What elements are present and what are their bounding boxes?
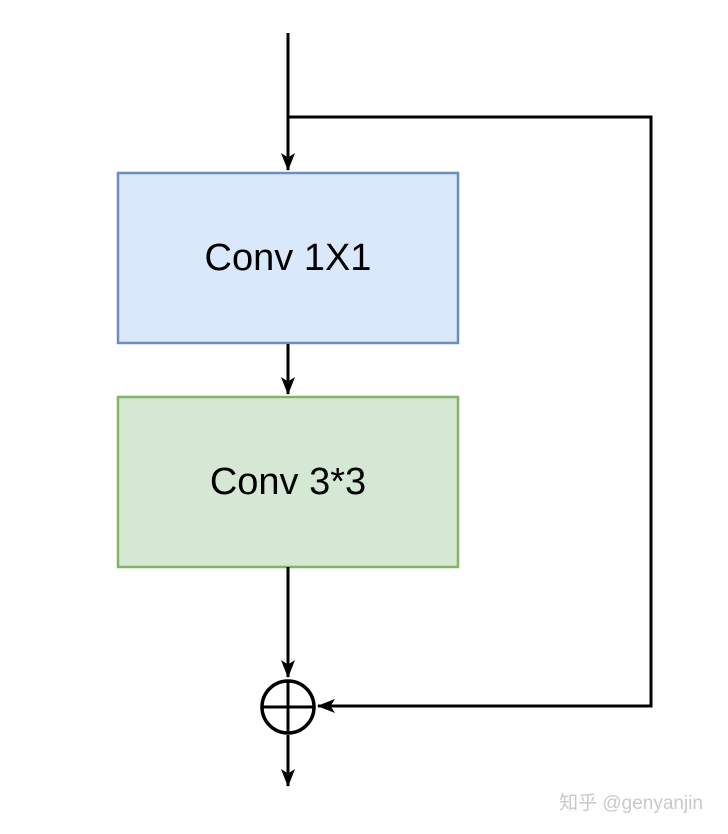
node-conv3x3-label: Conv 3*3 — [210, 461, 366, 503]
watermark: 知乎 @genyanjin — [559, 793, 703, 814]
node-conv3x3 — [116, 395, 460, 569]
add-operator — [260, 679, 316, 735]
node-conv1x1 — [116, 171, 460, 345]
skip-connection-arrow — [288, 115, 653, 713]
node-conv1x1-label: Conv 1X1 — [205, 237, 372, 279]
